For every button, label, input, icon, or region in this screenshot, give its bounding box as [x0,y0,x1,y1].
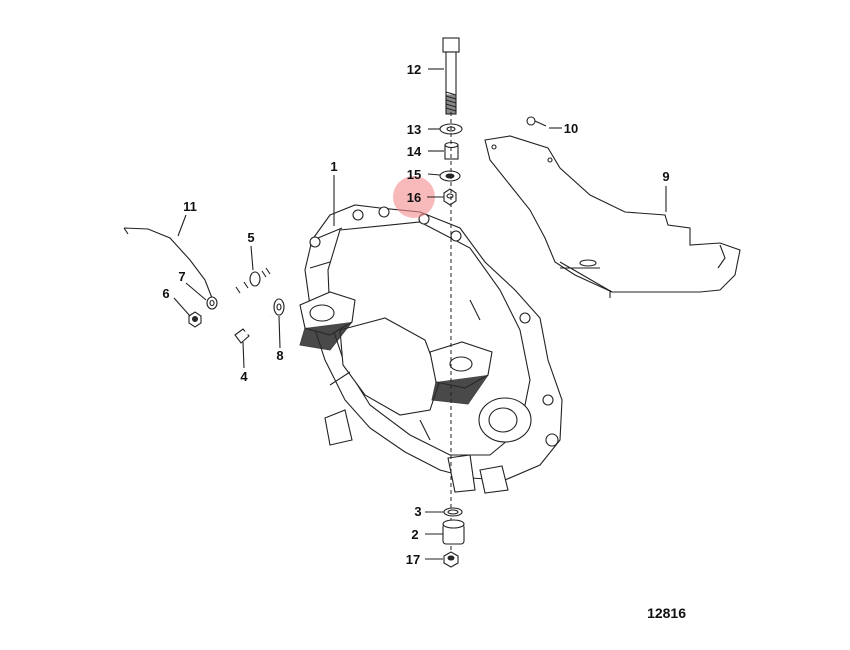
figure-number: 12816 [647,605,686,621]
part-11-strap [123,227,213,299]
part-17-nut [443,551,459,568]
callout-16-highlight [393,176,435,218]
part-9-shield [484,135,741,298]
callout-14[interactable]: 14 [407,144,422,159]
part-3-ring [443,507,463,517]
part-10-screw [526,116,547,127]
callout-2[interactable]: 2 [411,527,418,542]
callout-10[interactable]: 10 [564,121,578,136]
leader-lines [173,68,667,560]
callout-6[interactable]: 6 [162,286,169,301]
part-12-bolt [442,37,460,115]
callout-17[interactable]: 17 [406,552,420,567]
callout-3[interactable]: 3 [414,504,421,519]
callout-8[interactable]: 8 [276,348,283,363]
part-6-nut [188,311,202,328]
callout-7[interactable]: 7 [178,269,185,284]
part-1-flywheel-housing [299,204,563,494]
callout-12[interactable]: 12 [407,62,421,77]
callout-11[interactable]: 11 [183,199,197,214]
part-7-washer [206,296,218,310]
part-15-washer [439,170,461,182]
part-16-nut [443,188,457,206]
part-5-stud [231,266,271,294]
part-14-sleeve [444,141,459,160]
callout-1[interactable]: 1 [330,159,337,174]
callout-4[interactable]: 4 [240,369,248,384]
callout-9[interactable]: 9 [662,169,669,184]
part-8-washer [273,298,285,316]
callout-5[interactable]: 5 [247,230,254,245]
callout-labels: 1 2 3 4 5 6 7 8 9 10 11 12 13 14 15 16 1… [162,62,669,567]
callout-15[interactable]: 15 [407,167,421,182]
part-4-bolt [234,314,272,344]
callout-13[interactable]: 13 [407,122,421,137]
part-2-mount [442,519,465,545]
callout-16[interactable]: 16 [407,190,421,205]
